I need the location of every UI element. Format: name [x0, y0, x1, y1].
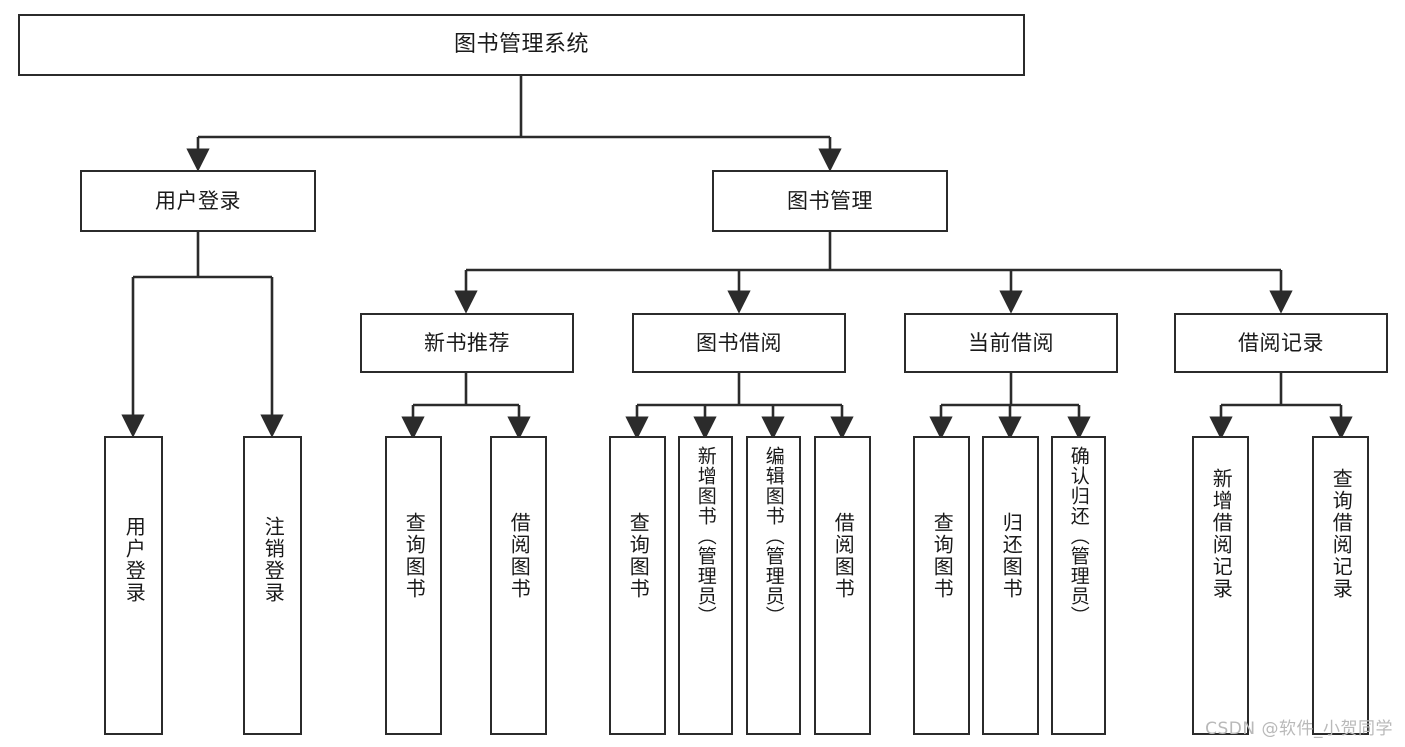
node-new-book-recommend[interactable]: 新书推荐	[360, 313, 574, 373]
leaf-edit-book-label: 编辑图书（管理员）	[762, 446, 785, 626]
node-root[interactable]: 图书管理系统	[18, 14, 1025, 76]
node-book-manage[interactable]: 图书管理	[712, 170, 948, 232]
leaf-confirm-return-label: 确认归还（管理员）	[1067, 446, 1090, 626]
leaf-query-book-2[interactable]: 查询图书	[609, 436, 666, 735]
node-new-book-recommend-label: 新书推荐	[424, 330, 510, 355]
watermark: CSDN @软件_小贺同学	[1205, 719, 1393, 739]
leaf-confirm-return[interactable]: 确认归还（管理员）	[1051, 436, 1106, 735]
leaf-query-book-3[interactable]: 查询图书	[913, 436, 970, 735]
leaf-add-book[interactable]: 新增图书（管理员）	[678, 436, 733, 735]
leaf-logout[interactable]: 注销登录	[243, 436, 302, 735]
node-borrow-record[interactable]: 借阅记录	[1174, 313, 1388, 373]
leaf-add-record[interactable]: 新增借阅记录	[1192, 436, 1249, 735]
leaf-query-record[interactable]: 查询借阅记录	[1312, 436, 1369, 735]
node-book-borrow[interactable]: 图书借阅	[632, 313, 846, 373]
leaf-borrow-book-1[interactable]: 借阅图书	[490, 436, 547, 735]
node-user-login[interactable]: 用户登录	[80, 170, 316, 232]
node-current-borrow[interactable]: 当前借阅	[904, 313, 1118, 373]
leaf-logout-label: 注销登录	[261, 516, 286, 604]
leaf-query-book-1-label: 查询图书	[402, 512, 427, 600]
node-borrow-record-label: 借阅记录	[1238, 330, 1324, 355]
leaf-return-book-label: 归还图书	[999, 512, 1024, 600]
leaf-add-book-label: 新增图书（管理员）	[694, 446, 717, 626]
leaf-user-login-label: 用户登录	[122, 516, 147, 604]
node-user-login-label: 用户登录	[155, 188, 241, 213]
leaf-borrow-book-2-label: 借阅图书	[831, 512, 856, 600]
node-book-borrow-label: 图书借阅	[696, 330, 782, 355]
leaf-borrow-book-2[interactable]: 借阅图书	[814, 436, 871, 735]
leaf-user-login[interactable]: 用户登录	[104, 436, 163, 735]
leaf-add-record-label: 新增借阅记录	[1209, 468, 1234, 600]
leaf-query-book-1[interactable]: 查询图书	[385, 436, 442, 735]
node-current-borrow-label: 当前借阅	[968, 330, 1054, 355]
leaf-query-record-label: 查询借阅记录	[1329, 468, 1354, 600]
leaf-query-book-3-label: 查询图书	[930, 512, 955, 600]
leaf-borrow-book-1-label: 借阅图书	[507, 512, 532, 600]
node-root-label: 图书管理系统	[453, 32, 589, 57]
node-book-manage-label: 图书管理	[787, 188, 873, 213]
leaf-return-book[interactable]: 归还图书	[982, 436, 1039, 735]
leaf-edit-book[interactable]: 编辑图书（管理员）	[746, 436, 801, 735]
leaf-query-book-2-label: 查询图书	[626, 512, 651, 600]
